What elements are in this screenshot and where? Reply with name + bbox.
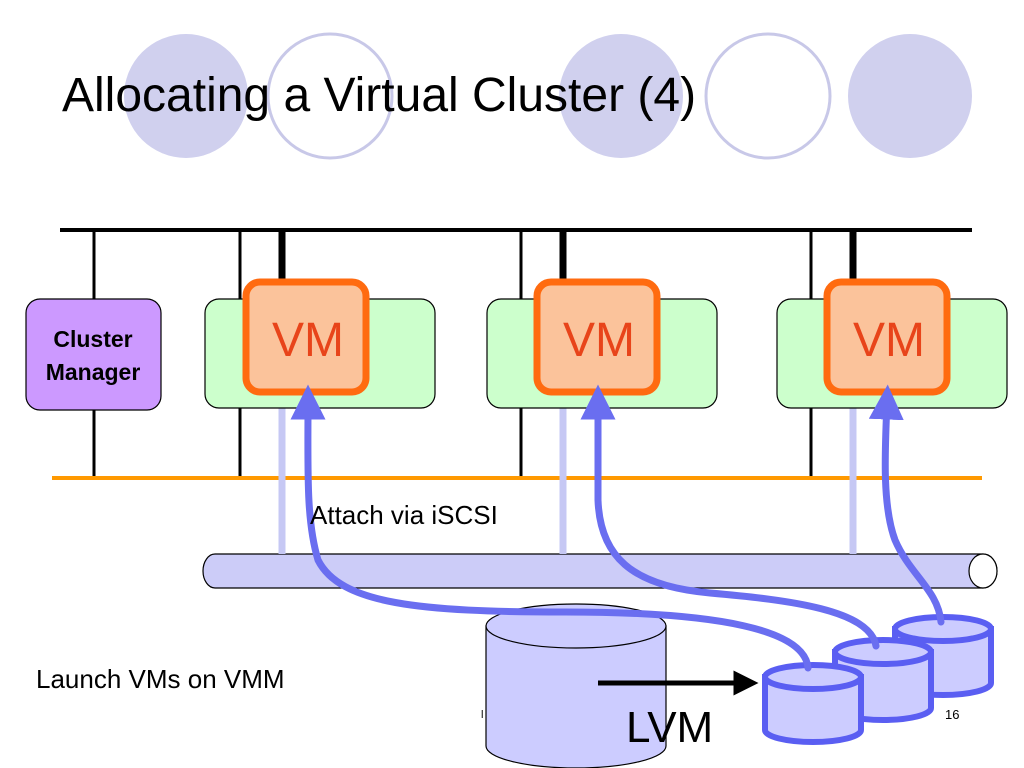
vm-label-2: VM (563, 314, 635, 367)
header-circle-3 (848, 34, 972, 158)
attach-arrows (290, 384, 945, 672)
header-circle-1 (124, 34, 248, 158)
vm-label-3: VM (853, 314, 925, 367)
lvm-label: LVM (626, 703, 713, 752)
launch-label: Launch VMs on VMM (36, 664, 285, 694)
vm-connectors (278, 230, 857, 282)
header-ring-2 (704, 32, 832, 160)
page-number: 16 (945, 707, 959, 722)
volume-1 (762, 662, 864, 745)
vm-label-1: VM (272, 314, 344, 367)
cluster-manager-label-line1: Cluster (53, 326, 132, 352)
header-ring-1 (266, 32, 394, 160)
attach-label: Attach via iSCSI (310, 500, 498, 530)
slide-title: Allocating a Virtual Cluster (4) (62, 69, 697, 122)
attach-arrow-3 (868, 384, 945, 626)
header-decoration (124, 32, 972, 160)
host-connectors (92, 230, 813, 478)
iscsi-links (278, 392, 857, 554)
cluster-manager-label-line2: Manager (46, 359, 141, 385)
header-circle-2 (559, 34, 683, 158)
attach-arrow-1 (290, 384, 812, 672)
storage-cylinder-mark: l (481, 709, 483, 721)
storage-bus (202, 553, 998, 589)
cluster-manager-box (25, 298, 162, 411)
attach-arrow-2 (580, 384, 880, 650)
